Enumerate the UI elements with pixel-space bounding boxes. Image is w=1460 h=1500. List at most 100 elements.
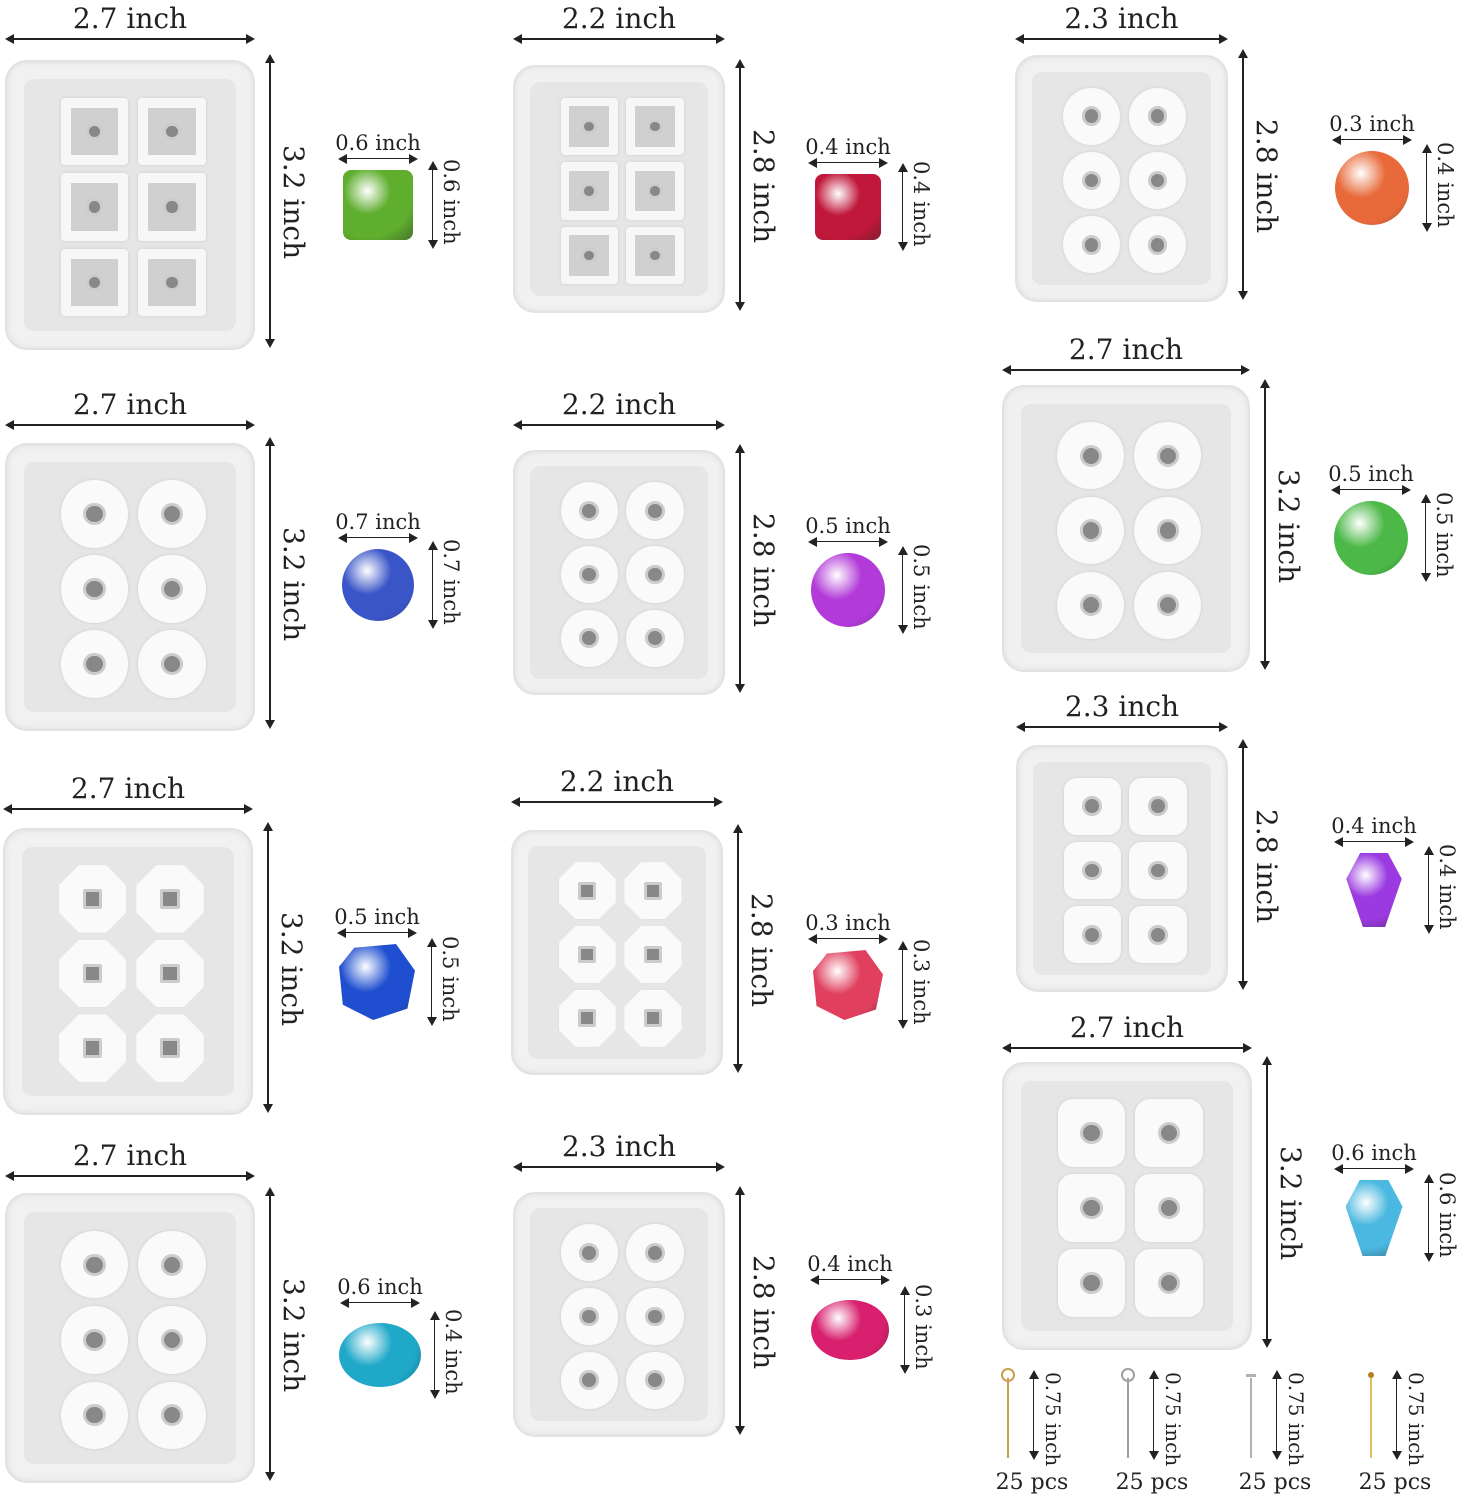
cavity [560, 1287, 618, 1346]
bead-height-arrow [1421, 494, 1431, 582]
cavity-hole [1080, 1196, 1103, 1220]
cavity [560, 162, 618, 220]
height-arrow [735, 1186, 745, 1435]
cavity-hole [160, 889, 180, 909]
height-arrow [1238, 49, 1248, 300]
cavity-well [148, 183, 196, 231]
pin-length-arrow [1149, 1370, 1159, 1460]
bead-height-arrow [900, 1286, 910, 1374]
cavity [626, 482, 684, 540]
cavity-hole [645, 500, 665, 521]
sphere-bead [1335, 151, 1409, 225]
bead-width-arrow [1334, 1164, 1414, 1174]
cavity [60, 630, 129, 698]
cavity [1062, 87, 1121, 146]
width-arrow [5, 1171, 255, 1181]
cavity [136, 939, 204, 1008]
cavity-well [70, 258, 119, 307]
pin-length-label: 0.75 inch [1404, 1372, 1428, 1467]
bead-width-arrow [1332, 135, 1412, 145]
cavity-hole [160, 963, 180, 984]
bead-width-label: 0.4 inch [807, 1252, 893, 1276]
bead-height-label: 0.5 inch [1432, 492, 1456, 578]
cavity-hole [163, 198, 181, 216]
cavity-hole [83, 652, 106, 675]
cavity-hole [579, 628, 600, 649]
cavity [1057, 1099, 1126, 1167]
cavity [60, 1230, 129, 1299]
bead-width-arrow [810, 1275, 890, 1285]
bead-height-label: 0.7 inch [439, 539, 463, 625]
cavity-hole [82, 1038, 103, 1058]
silicone-mold [5, 443, 255, 731]
pin-count-label: 25 pcs [1115, 1470, 1189, 1495]
bead-width-arrow [340, 1298, 420, 1308]
cavity [60, 248, 129, 317]
cavity [60, 555, 129, 623]
cavity [1057, 497, 1125, 564]
cavity-hole [581, 183, 597, 199]
cavity-hole [579, 564, 600, 585]
bead-width-label: 0.4 inch [1331, 814, 1417, 838]
height-arrow [265, 1187, 275, 1481]
cavity-hole [1080, 1122, 1103, 1145]
cavity-hole [160, 577, 184, 601]
mold-height-label: 3.2 inch [277, 527, 310, 642]
cavity-hole [1156, 444, 1179, 467]
cavity [626, 97, 684, 156]
bead-height-arrow [1424, 846, 1434, 934]
cavity [560, 609, 618, 667]
cavity-well [634, 235, 675, 276]
bead-width-arrow [1331, 485, 1411, 495]
cavity [1134, 571, 1202, 639]
cavity [558, 925, 616, 984]
cavity [1135, 1249, 1203, 1317]
cavity-hole [579, 500, 600, 521]
width-arrow [1015, 34, 1228, 44]
mold-width-label: 2.3 inch [1064, 2, 1179, 35]
cavity [60, 480, 129, 548]
cavity [1063, 841, 1121, 900]
cube-bead [343, 170, 413, 240]
width-arrow [1002, 1043, 1252, 1053]
cavity [1129, 906, 1187, 964]
cavity-hole [85, 198, 104, 216]
cavity-hole [160, 1404, 184, 1427]
cavity [624, 862, 682, 920]
cavity [560, 545, 618, 604]
faceted-bead [813, 950, 883, 1020]
cavity-hole [645, 628, 665, 649]
bead-height-label: 0.6 inch [1435, 1172, 1459, 1258]
bead-height-label: 0.6 inch [439, 159, 463, 245]
cavity [1129, 841, 1187, 900]
bead-width-label: 0.3 inch [805, 911, 891, 935]
bead-height-arrow [428, 161, 438, 249]
bead-height-label: 0.3 inch [909, 939, 933, 1025]
bead-height-label: 0.3 inch [911, 1284, 935, 1370]
cavity [138, 1306, 206, 1374]
bead-width-label: 0.5 inch [805, 514, 891, 538]
bead-width-arrow [337, 928, 417, 938]
bead-height-arrow [898, 163, 908, 251]
cavity-hole [1148, 796, 1168, 817]
cavity-hole [647, 247, 663, 264]
pin-ball [1368, 1372, 1374, 1378]
cavity-hole [1157, 1271, 1181, 1294]
cavity-hole [645, 1370, 665, 1391]
bead-height-arrow [1424, 1174, 1434, 1262]
bead-width-label: 0.6 inch [1331, 1141, 1417, 1165]
cavity [1129, 777, 1187, 835]
cube-bead [815, 174, 881, 240]
bead-height-arrow [1422, 144, 1432, 232]
bead-width-arrow [808, 934, 888, 944]
pin-length-label: 0.75 inch [1161, 1372, 1185, 1467]
sphere-bead [342, 549, 414, 621]
cavity [626, 162, 684, 220]
bead-height-arrow [427, 938, 437, 1026]
silicone-mold [513, 450, 725, 695]
faceted-bead [339, 944, 415, 1020]
mold-height-label: 2.8 inch [747, 129, 780, 244]
bead-height-label: 0.4 inch [1433, 142, 1457, 228]
cavity [560, 1351, 618, 1409]
mold-width-label: 2.7 inch [1069, 1011, 1185, 1044]
